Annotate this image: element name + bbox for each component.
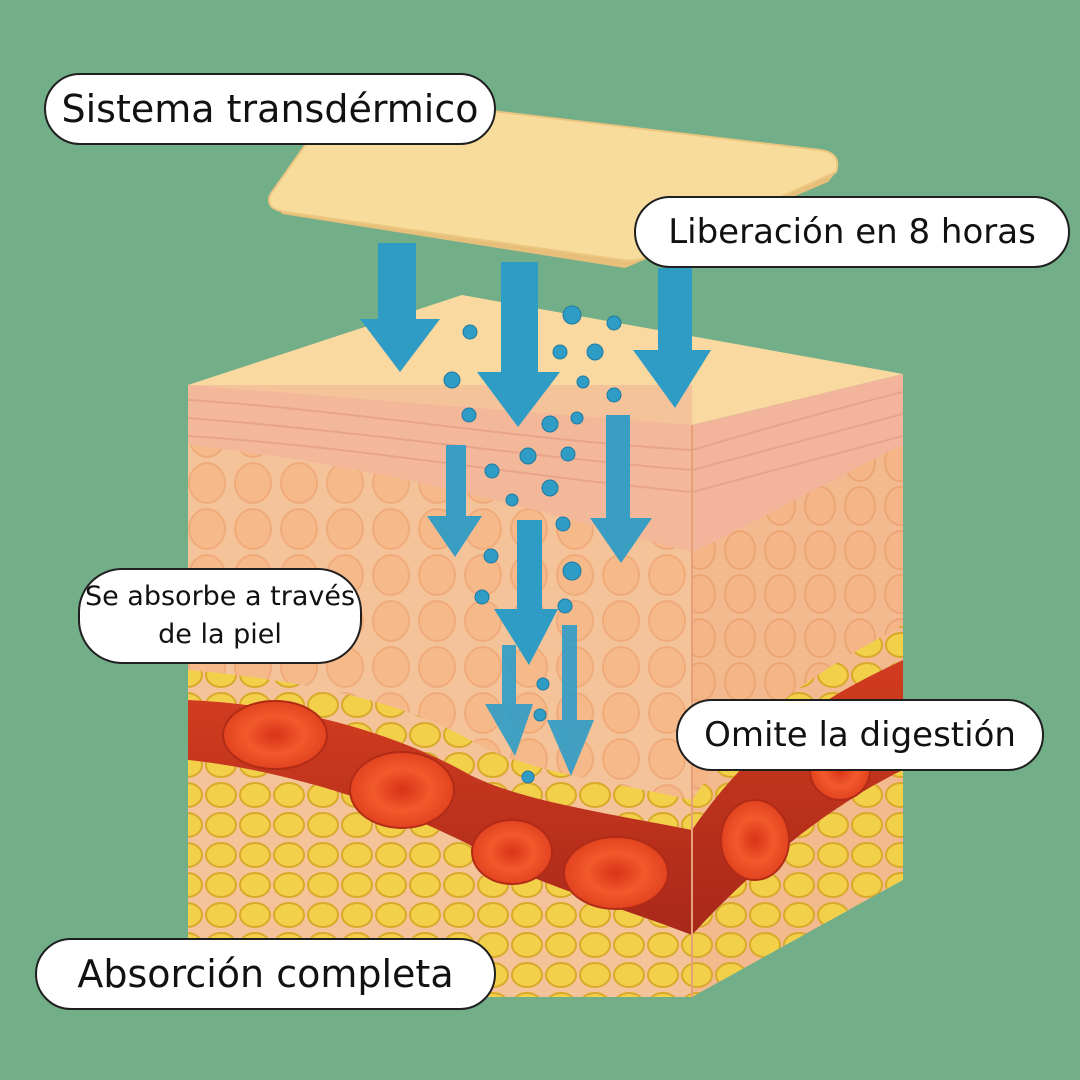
transdermal-system-label: Sistema transdérmico xyxy=(44,73,496,145)
down-arrow-icon xyxy=(360,243,711,776)
skin-absorption-label: Se absorbe a través de la piel xyxy=(78,568,362,664)
epidermis-layer xyxy=(188,385,692,552)
drug-particle-icon xyxy=(443,305,622,784)
release-time-label: Liberación en 8 horas xyxy=(634,196,1070,268)
complete-absorption-label: Absorción completa xyxy=(35,938,496,1010)
upper-fat-layer xyxy=(188,670,692,830)
lower-fat-layer xyxy=(188,760,692,997)
red-blood-cell-icon xyxy=(222,700,669,910)
skip-digestion-label: Omite la digestión xyxy=(676,699,1044,771)
